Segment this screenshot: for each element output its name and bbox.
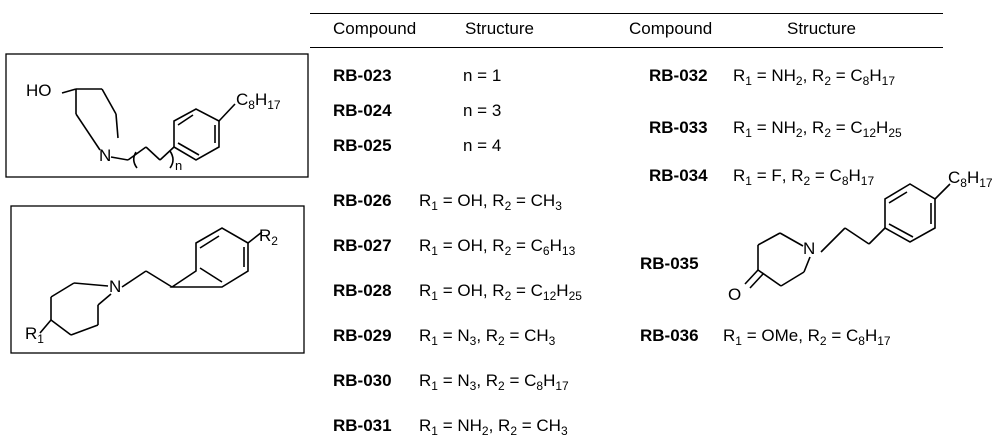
structure-n: n = 3 [463, 101, 502, 120]
scaffold-2-box [10, 205, 305, 354]
compound-id: RB-027 [333, 236, 392, 255]
header-compound-right: Compound [629, 19, 713, 38]
row-rb-035: RB-035 [640, 254, 699, 274]
compound-id: RB-033 [649, 118, 708, 137]
rb-035-nitrogen-label: N [803, 239, 816, 258]
compound-id: RB-024 [333, 101, 392, 120]
compound-id: RB-035 [640, 254, 699, 273]
header-structure-right: Structure [787, 19, 856, 38]
compound-id: RB-029 [333, 326, 392, 345]
structure-n: n = 1 [463, 66, 502, 85]
scaffold-2-nitrogen-label: N [109, 277, 122, 296]
scaffold-1-bonds [61, 88, 236, 169]
compound-id: RB-030 [333, 371, 392, 390]
compound-id: RB-023 [333, 66, 392, 85]
row-rb-024: RB-024 n = 3 [333, 101, 501, 121]
compound-id: RB-032 [649, 66, 708, 85]
scaffold-1-index-label: n [175, 158, 183, 173]
structure-n: n = 4 [463, 136, 502, 155]
scaffold-2-r1-label: R1 [25, 324, 44, 346]
compound-id: RB-031 [333, 416, 392, 435]
compound-id: RB-034 [649, 166, 708, 185]
scaffold-1-substituent-label: C8H17 [236, 90, 281, 112]
rb-035-oxygen-label: O [728, 285, 742, 304]
compound-id: RB-028 [333, 281, 392, 300]
scaffold-1-box [5, 53, 309, 178]
rb-035-bonds [744, 183, 951, 289]
header-structure-left: Structure [465, 19, 534, 38]
compound-id: RB-026 [333, 191, 392, 210]
table-top-rule [310, 13, 943, 14]
header-compound-left: Compound [333, 19, 417, 38]
compound-id: RB-036 [640, 326, 699, 345]
scaffold-2-r2-label: R2 [259, 226, 278, 248]
row-rb-025: RB-025 n = 4 [333, 136, 501, 156]
rb-035-substituent-label: C8H17 [948, 168, 993, 190]
compound-id: RB-025 [333, 136, 392, 155]
scaffold-2-bonds [39, 227, 263, 336]
scaffold-1-nitrogen-label: N [99, 146, 112, 165]
row-rb-023: RB-023 n = 1 [333, 66, 501, 86]
scaffold-1-hydroxyl-label: HO [26, 81, 52, 100]
table-header-rule [310, 47, 943, 48]
